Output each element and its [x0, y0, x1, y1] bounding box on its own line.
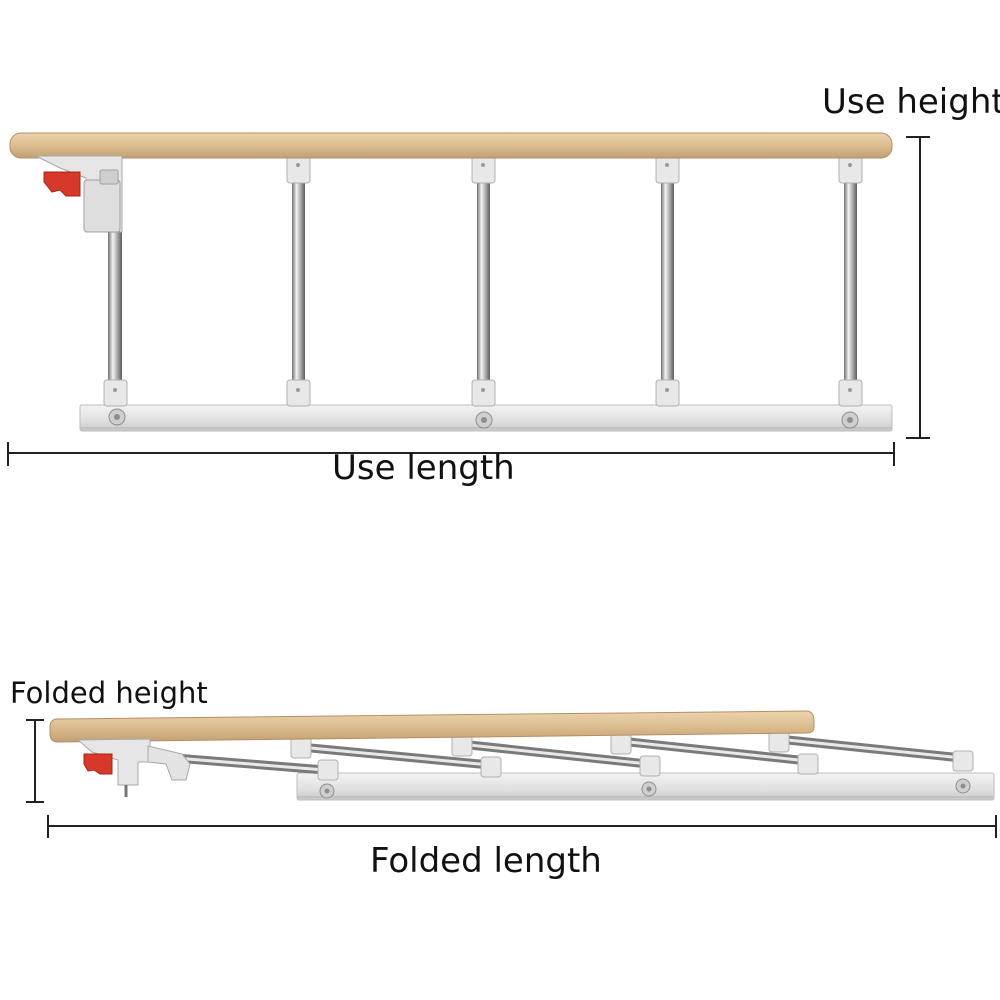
post-bracket: [655, 379, 680, 407]
hinge-lock: [76, 738, 191, 797]
latch-red: [83, 753, 113, 775]
use-height-label: Use height: [822, 82, 1000, 122]
steel-post: [661, 180, 674, 385]
folded-height-dimension: [26, 719, 44, 803]
post-bracket: [286, 154, 311, 184]
wooden-handrail: [9, 132, 893, 159]
steel-post: [292, 180, 305, 385]
steel-post: [477, 180, 490, 385]
post-bracket: [639, 755, 661, 777]
base-rivets: [108, 408, 859, 429]
folded-length-dimension: [47, 815, 997, 838]
use-length-dimension: [7, 442, 895, 466]
folded-length-label: Folded length: [370, 841, 602, 881]
post-bracket: [838, 154, 863, 184]
post-bracket: [286, 379, 311, 407]
use-height-dimension: [906, 136, 930, 439]
post-bracket: [655, 154, 680, 184]
post-bracket: [480, 756, 502, 778]
post-bracket: [103, 379, 128, 407]
folded-bed-rail: [49, 710, 995, 801]
use-length-label: Use length: [332, 448, 515, 488]
extended-bed-rail: [9, 132, 893, 432]
post-bracket: [952, 750, 974, 772]
folded-posts: [145, 734, 967, 775]
post-bracket: [317, 759, 339, 781]
post-bracket: [838, 379, 863, 407]
post-bracket: [797, 753, 819, 775]
post-bracket: [471, 379, 496, 407]
wooden-handrail: [49, 710, 815, 743]
base-rivets: [319, 778, 971, 799]
hinge-lock: [35, 155, 123, 233]
post-bracket: [471, 154, 496, 184]
folded-height-label: Folded height: [10, 676, 208, 710]
steel-post: [844, 180, 857, 385]
steel-post: [108, 225, 122, 385]
latch-red: [43, 171, 81, 197]
